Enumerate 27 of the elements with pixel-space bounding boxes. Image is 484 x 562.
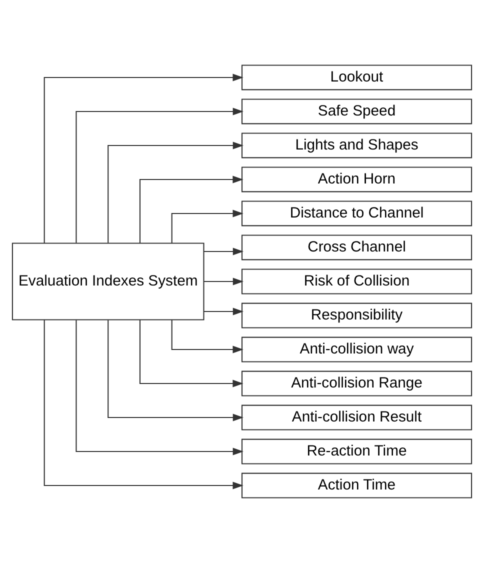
arrow <box>171 319 244 353</box>
arrow <box>76 107 244 242</box>
arrow <box>171 209 244 243</box>
node-box: Safe Speed <box>241 98 472 124</box>
arrow <box>204 277 244 285</box>
node-box: Anti-collision Result <box>241 404 472 430</box>
node-box: Risk of Collision <box>241 268 472 294</box>
node-box: Responsibility <box>241 302 472 328</box>
arrow <box>44 319 244 489</box>
arrow <box>204 307 244 315</box>
node-box: Cross Channel <box>241 234 472 260</box>
arrow <box>44 73 244 243</box>
node-box: Action Time <box>241 472 472 498</box>
arrow <box>204 247 244 255</box>
node-box: Action Horn <box>241 166 472 192</box>
arrow <box>108 141 244 242</box>
node-box: Distance to Channel <box>241 200 472 226</box>
arrow <box>139 319 244 387</box>
node-box: Lookout <box>241 64 472 90</box>
node-box: Evaluation Indexes System <box>12 242 204 320</box>
arrow <box>139 175 244 243</box>
node-box: Anti-collision Range <box>241 370 472 396</box>
node-box: Lights and Shapes <box>241 132 472 158</box>
arrow <box>76 320 244 455</box>
arrow <box>108 320 244 421</box>
node-box: Anti-collision way <box>241 336 472 362</box>
node-box: Re-action Time <box>241 438 472 464</box>
